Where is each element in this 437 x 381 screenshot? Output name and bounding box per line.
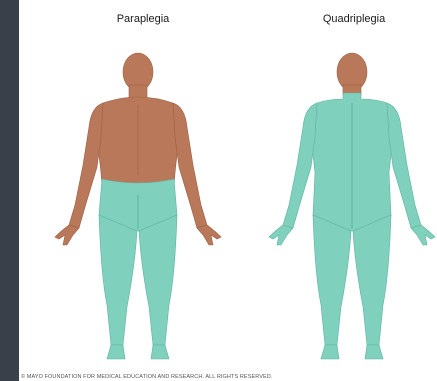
quadriplegia-affected-body bbox=[269, 93, 435, 359]
paraplegia-body-figure bbox=[43, 40, 233, 370]
quadriplegia-head bbox=[337, 53, 367, 95]
copyright-notice: © MAYO FOUNDATION FOR MEDICAL EDUCATION … bbox=[21, 373, 272, 381]
paraplegia-affected-lower-body bbox=[99, 179, 177, 359]
quadriplegia-title: Quadriplegia bbox=[274, 13, 434, 25]
diagram-panel: Paraplegia Quadriplegia bbox=[19, 0, 437, 381]
quadriplegia-body-figure bbox=[257, 40, 437, 370]
paraplegia-title: Paraplegia bbox=[63, 13, 223, 25]
